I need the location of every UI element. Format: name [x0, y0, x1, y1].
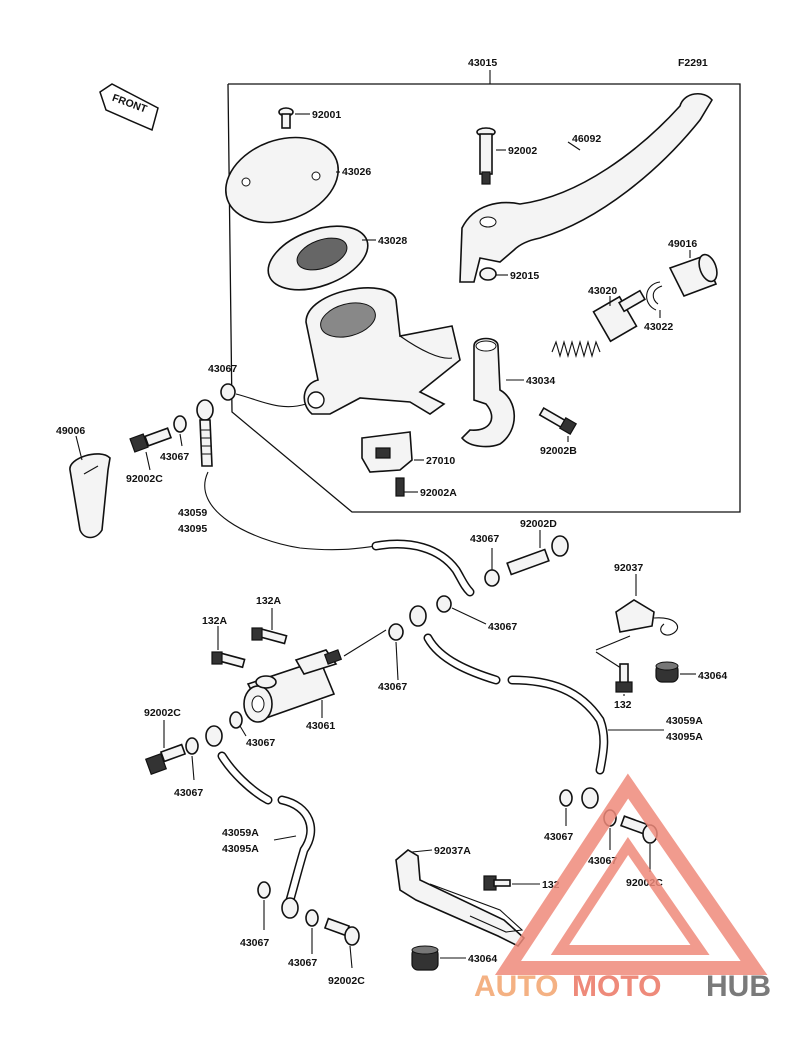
bolt-132-icon — [483, 875, 511, 891]
brake-hose-right-icon — [423, 633, 609, 809]
label-27010: 27010 — [426, 455, 455, 467]
assembly-frame — [227, 83, 741, 513]
bleeder-cap-icon — [69, 453, 111, 539]
hose-fitting-icon — [196, 399, 214, 467]
label-46092: 46092 — [572, 133, 601, 145]
washer-icon — [484, 569, 500, 587]
label-92037: 92037 — [614, 562, 643, 574]
lever-holder-icon — [460, 337, 515, 448]
label-132A-b: 132A — [202, 615, 228, 627]
pivot-bolt-92002-icon — [476, 127, 496, 185]
label-92002C-d: 92002C — [328, 975, 365, 987]
nut-92015-icon — [479, 267, 497, 281]
brake-lever-icon — [459, 93, 713, 283]
reservoir-cap-icon — [225, 136, 339, 224]
label-43064-a: 43064 — [698, 670, 727, 682]
washer-icon — [185, 737, 199, 755]
label-43067-c: 43067 — [470, 533, 499, 545]
label-92002C-a: 92002C — [126, 473, 163, 485]
label-92015: 92015 — [510, 270, 539, 282]
label-43026: 43026 — [342, 166, 371, 178]
label-132-a: 132 — [614, 699, 632, 711]
label-43067-i: 43067 — [588, 855, 617, 867]
front-arrow-icon: FRONT — [99, 83, 159, 132]
banjo-bolt-92002D-icon — [506, 535, 569, 576]
bolt-132A-icon — [211, 651, 246, 669]
label-92002B: 92002B — [540, 445, 577, 457]
label-43064-b: 43064 — [468, 953, 497, 965]
diaphragm-icon — [267, 225, 369, 291]
brake-hose-lower-left-icon — [205, 725, 316, 919]
banjo-bolt-icon — [129, 427, 173, 453]
watermark-auto: AUTO — [474, 970, 558, 1003]
label-92002A: 92002A — [420, 487, 457, 499]
piston-spring-icon — [551, 289, 646, 359]
label-43095A-b: 43095A — [222, 843, 259, 855]
label-43020: 43020 — [588, 285, 617, 297]
label-92002D: 92002D — [520, 518, 557, 530]
label-49006: 49006 — [56, 425, 85, 437]
label-43067-k: 43067 — [288, 957, 317, 969]
watermark-logo: AUTO MOTO HUB — [474, 773, 771, 1003]
label-92002: 92002 — [508, 145, 537, 157]
label-92002C-b: 92002C — [144, 707, 181, 719]
label-49016: 49016 — [668, 238, 697, 250]
master-cylinder-body-icon — [303, 287, 461, 415]
master-cylinder-43061-icon — [243, 649, 343, 723]
bolt-132-icon — [615, 663, 633, 693]
washer-icon — [173, 415, 187, 433]
label-43059: 43059 — [178, 507, 207, 519]
grommet-icon — [655, 661, 679, 683]
watermark-hub: HUB — [706, 970, 771, 1003]
label-132A-a: 132A — [256, 595, 282, 607]
figure-code: F2291 — [678, 57, 708, 69]
banjo-bolt-icon — [144, 743, 187, 776]
bolt-92002B-icon — [538, 406, 578, 436]
label-43067-d: 43067 — [488, 621, 517, 633]
washer-icon — [559, 789, 573, 807]
watermark-moto: MOTO — [572, 970, 661, 1003]
label-43067-j: 43067 — [240, 937, 269, 949]
label-92037A: 92037A — [434, 845, 471, 857]
label-43034: 43034 — [526, 375, 555, 387]
washer-icon — [229, 711, 243, 729]
washer-icon — [305, 909, 319, 927]
label-43061: 43061 — [306, 720, 335, 732]
label-43059A-a: 43059A — [666, 715, 703, 727]
label-43067-e: 43067 — [378, 681, 407, 693]
washer-icon — [409, 595, 452, 627]
dust-cover-49016-icon — [668, 253, 718, 298]
brake-switch-icon — [361, 431, 413, 473]
label-43095: 43095 — [178, 523, 207, 535]
hose-clamp-plate-icon — [395, 849, 526, 948]
label-43059A-b: 43059A — [222, 827, 259, 839]
washer-icon — [220, 383, 307, 408]
washer-icon — [388, 623, 404, 641]
bolt-132A-icon — [251, 627, 288, 645]
label-43067-b: 43067 — [160, 451, 189, 463]
label-43067-g: 43067 — [174, 787, 203, 799]
washer-icon — [257, 881, 271, 899]
grommet-icon — [411, 945, 439, 971]
label-43028: 43028 — [378, 235, 407, 247]
label-43067-h: 43067 — [544, 831, 573, 843]
label-92001: 92001 — [312, 109, 341, 121]
circlip-43022-icon — [646, 281, 663, 311]
screw-92001-icon — [278, 107, 294, 129]
brake-hose-upper-icon — [371, 539, 475, 597]
hose-clamp-icon — [615, 599, 678, 636]
label-43095A-a: 43095A — [666, 731, 703, 743]
banjo-bolt-icon — [323, 917, 360, 946]
label-43067-f: 43067 — [246, 737, 275, 749]
label-43022: 43022 — [644, 321, 673, 333]
screw-92002A-icon — [395, 477, 405, 497]
label-43015: 43015 — [468, 57, 497, 69]
label-43067-a: 43067 — [208, 363, 237, 375]
